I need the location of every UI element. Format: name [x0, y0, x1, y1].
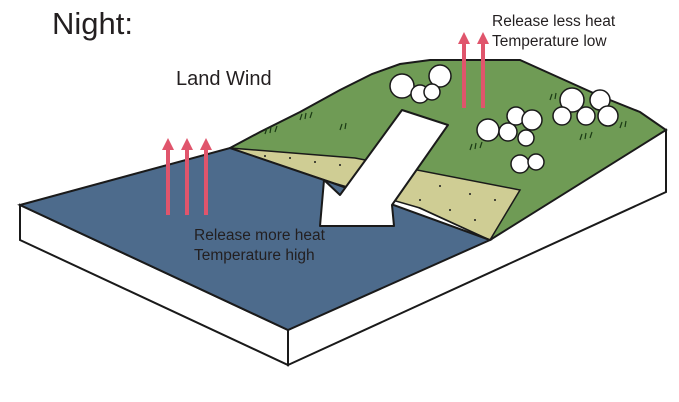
tree-icon: [476, 118, 500, 142]
tree-icon: [428, 64, 452, 88]
land-caption: Release less heat Temperature low: [492, 12, 615, 52]
tree-icon: [552, 106, 572, 126]
tree-icon: [559, 87, 585, 113]
tree-icon: [576, 106, 596, 126]
tree-icon: [423, 83, 441, 101]
sea-caption-line-1: Release more heat: [194, 227, 325, 244]
tree-clusters: [389, 64, 619, 174]
sea-heat-arrows: [162, 138, 212, 215]
wind-label: Land Wind: [176, 68, 272, 90]
sea-caption: Release more heat Temperature high: [194, 226, 325, 266]
tree-icon: [389, 73, 415, 99]
grass-texture: [264, 92, 627, 171]
land-heat-arrows: [458, 32, 489, 108]
land-wind-arrow-icon: [319, 109, 449, 227]
tree-icon: [597, 105, 619, 127]
tree-icon: [527, 153, 545, 171]
tree-icon: [498, 122, 518, 142]
tree-icon: [510, 154, 530, 174]
sea-caption-line-2: Temperature high: [194, 247, 315, 264]
land-caption-line-1: Release less heat: [492, 13, 616, 30]
tree-icon: [521, 109, 543, 131]
sea-area: [17, 146, 493, 332]
tree-icon: [517, 129, 535, 147]
diagram-title: Night:: [52, 6, 133, 41]
land-caption-line-2: Temperature low: [492, 33, 607, 50]
